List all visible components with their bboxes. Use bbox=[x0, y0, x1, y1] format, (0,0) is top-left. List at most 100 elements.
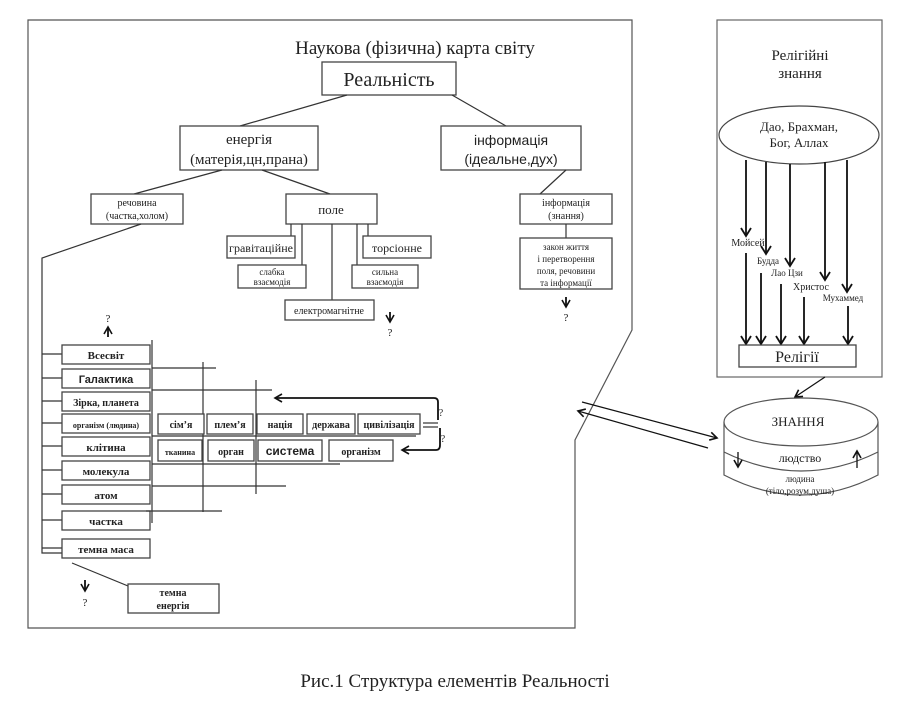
energy-sublabel: (матерія,цн,прана) bbox=[190, 152, 308, 168]
level-box bbox=[61, 391, 151, 412]
social-label: плем’я bbox=[214, 420, 246, 431]
question-mark: ? bbox=[106, 313, 111, 325]
social-label: нація bbox=[268, 420, 293, 431]
social-row: сім’я плем’я нація держава цивілізація bbox=[157, 413, 421, 435]
knowledge-cylinder bbox=[723, 397, 879, 496]
connector bbox=[133, 169, 223, 195]
question-mark: ? bbox=[441, 434, 446, 445]
laws-line3: поля, речовини bbox=[537, 266, 596, 276]
strong-interaction-line1: сильна bbox=[372, 267, 398, 277]
reality-box bbox=[321, 61, 457, 96]
religion-frame bbox=[716, 19, 883, 378]
level-box bbox=[61, 510, 151, 531]
question-mark: ? bbox=[388, 327, 393, 339]
humanity-label: людство bbox=[779, 451, 822, 465]
bio-label: система bbox=[266, 444, 315, 458]
social-label: сім’я bbox=[170, 420, 193, 431]
religions-label: Релігії bbox=[775, 349, 819, 366]
level-label: молекула bbox=[83, 466, 130, 478]
information-label: інформація bbox=[474, 132, 548, 148]
strong-interaction-line2: взаємодія bbox=[367, 277, 404, 287]
social-label: цивілізація bbox=[363, 420, 415, 431]
connector bbox=[239, 94, 348, 127]
down-arrow-icon bbox=[793, 376, 826, 398]
level-label: організм (людина) bbox=[73, 421, 140, 430]
bio-label: орган bbox=[218, 447, 244, 458]
dark-energy-line1: темна bbox=[160, 588, 187, 599]
torsion-label: торсіонне bbox=[372, 241, 422, 255]
gravitational-box bbox=[226, 235, 296, 259]
deity-line1: Дао, Брахман, bbox=[760, 119, 838, 134]
level-box bbox=[61, 436, 151, 457]
social-box bbox=[206, 413, 254, 435]
deity-line2: Бог, Аллах bbox=[770, 135, 829, 150]
science-map-title: Наукова (фізична) карта світу bbox=[295, 38, 535, 59]
connector bbox=[71, 562, 129, 587]
level-box bbox=[61, 344, 151, 365]
matter-spine bbox=[41, 223, 142, 554]
question-mark: ? bbox=[439, 408, 444, 419]
electromagnetic-box bbox=[284, 299, 375, 321]
bio-box bbox=[157, 439, 203, 462]
matter-label: речовина bbox=[117, 198, 157, 209]
social-label: держава bbox=[312, 420, 350, 431]
laws-line1: закон життя bbox=[543, 242, 589, 252]
feedback-arrow-icon bbox=[400, 428, 441, 455]
level-label: атом bbox=[94, 490, 118, 502]
social-box bbox=[306, 413, 356, 435]
matter-sublabel: (частка,холом) bbox=[106, 211, 168, 222]
social-box bbox=[256, 413, 304, 435]
gravitational-label: гравітаційне bbox=[229, 241, 293, 255]
strong-interaction-box bbox=[351, 264, 419, 289]
level-box bbox=[61, 460, 151, 481]
level-label: Всесвіт bbox=[88, 350, 125, 362]
laws-line4: та інформації bbox=[540, 278, 592, 288]
weak-interaction-line1: слабка bbox=[259, 267, 284, 277]
level-label: частка bbox=[89, 516, 123, 528]
knowledge-label: ЗНАННЯ bbox=[772, 414, 825, 429]
bio-box bbox=[207, 439, 255, 462]
deity-ellipse bbox=[718, 105, 880, 165]
religion-title-line1: Релігійні bbox=[772, 48, 829, 64]
question-mark: ? bbox=[83, 597, 88, 609]
info-knowledge-sublabel: (знання) bbox=[548, 211, 584, 222]
info-knowledge-label: інформація bbox=[542, 198, 590, 209]
weak-interaction-box bbox=[237, 264, 307, 289]
reality-label: Реальність bbox=[343, 69, 434, 91]
laws-line2: і перетворення bbox=[538, 254, 595, 264]
prophet-buddha: Будда bbox=[757, 256, 779, 266]
level-label: клітина bbox=[86, 442, 126, 454]
connector bbox=[261, 169, 331, 195]
level-box bbox=[61, 484, 151, 505]
prophet-christ: Христос bbox=[793, 282, 829, 293]
human-line1: людина bbox=[786, 474, 815, 484]
torsion-box bbox=[362, 235, 432, 259]
energy-box bbox=[179, 125, 319, 171]
information-sublabel: (ідеальне,дух) bbox=[464, 151, 557, 167]
energy-label: енергія bbox=[226, 132, 272, 148]
science-map-frame bbox=[27, 19, 633, 629]
right-arrow-icon bbox=[581, 401, 719, 441]
question-mark: ? bbox=[564, 312, 569, 324]
matter-box bbox=[90, 193, 184, 225]
religions-box bbox=[738, 344, 857, 368]
connector bbox=[451, 94, 507, 127]
level-label: Зірка, планета bbox=[73, 398, 139, 409]
bio-box bbox=[328, 439, 394, 462]
social-box bbox=[157, 413, 205, 435]
bio-label: організм bbox=[341, 447, 381, 458]
level-label: темна маса bbox=[78, 544, 134, 556]
religion-title-line2: знання bbox=[778, 66, 822, 82]
prophet-laozi: Лао Цзи bbox=[771, 268, 803, 278]
bio-label: тканина bbox=[165, 448, 195, 457]
information-box bbox=[440, 125, 582, 171]
level-label: Галактика bbox=[79, 374, 134, 386]
prophet-muhammad: Мухаммед bbox=[823, 293, 864, 303]
electromagnetic-label: електромагнітне bbox=[294, 306, 365, 317]
level-box bbox=[61, 538, 151, 559]
prophet-moses: Мойсей bbox=[731, 238, 765, 249]
field-label: поле bbox=[318, 202, 344, 217]
dark-energy-line2: енергія bbox=[157, 601, 191, 612]
